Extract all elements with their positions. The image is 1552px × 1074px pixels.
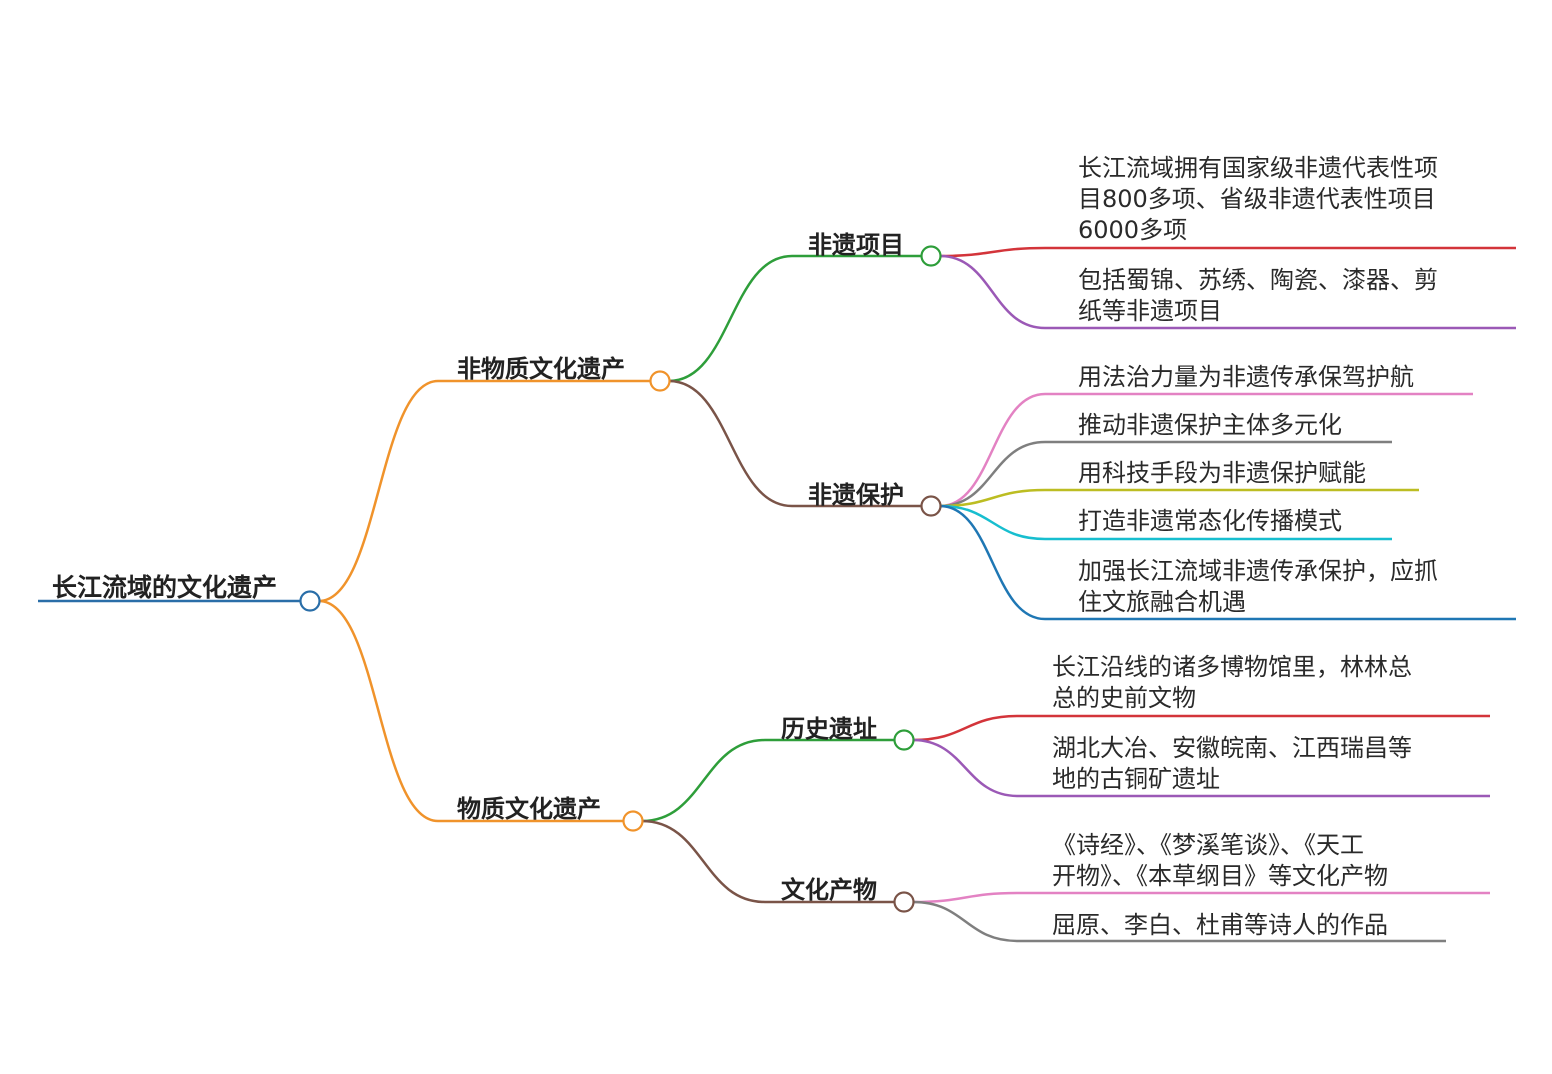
subtopic-products: 文化产物 [781, 876, 877, 904]
collapse-knob-sites[interactable] [893, 729, 915, 751]
connector-leaf-protection-3 [939, 504, 1046, 541]
connector-leaf-protection-0 [939, 392, 1046, 508]
connector-intangible-projects [668, 254, 793, 383]
branch-topic-tangible: 物质文化遗产 [457, 795, 601, 823]
subtopic-sites: 历史遗址 [781, 715, 877, 743]
leaf-topic-products-1: 屈原、李白、杜甫等诗人的作品 [1052, 911, 1388, 939]
connector-leaf-products-0 [912, 891, 1019, 904]
subtopic-projects: 非遗项目 [808, 231, 904, 259]
leaf-topic-sites-1: 湖北大冶、安徽皖南、江西瑞昌等 地的古铜矿遗址 [1052, 734, 1412, 793]
connector-leaf-projects-0 [939, 246, 1046, 258]
collapse-knob-projects[interactable] [920, 245, 942, 267]
connector-leaf-sites-1 [912, 738, 1019, 798]
connector-leaf-protection-1 [939, 440, 1046, 508]
leaf-topic-protection-0: 用法治力量为非遗传承保驾护航 [1078, 363, 1414, 391]
root-topic: 长江流域的文化遗产 [52, 573, 278, 602]
leaf-topic-products-0: 《诗经》、《梦溪笔谈》、《天工 开物》、《本草纲目》等文化产物 [1052, 831, 1388, 890]
leaf-topic-protection-4: 加强长江流域非遗传承保护，应抓 住文旅融合机遇 [1078, 557, 1438, 616]
branch-topic-intangible: 非物质文化遗产 [457, 355, 625, 383]
connector-root-intangible [318, 379, 439, 603]
collapse-knob-products[interactable] [893, 891, 915, 913]
leaf-topic-protection-2: 用科技手段为非遗保护赋能 [1078, 459, 1366, 487]
connector-leaf-protection-4 [939, 504, 1046, 621]
connector-leaf-protection-2 [939, 488, 1046, 508]
collapse-knob-tangible[interactable] [622, 810, 644, 832]
collapse-knob-protection[interactable] [920, 495, 942, 517]
leaf-topic-projects-1: 包括蜀锦、苏绣、陶瓷、漆器、剪 纸等非遗项目 [1078, 266, 1438, 325]
connector-root-tangible [318, 599, 439, 823]
connector-leaf-sites-0 [912, 714, 1019, 742]
collapse-knob-intangible[interactable] [649, 370, 671, 392]
subtopic-protection: 非遗保护 [808, 481, 904, 509]
connector-intangible-protection [668, 379, 793, 508]
connector-leaf-products-1 [912, 900, 1019, 943]
leaf-topic-protection-1: 推动非遗保护主体多元化 [1078, 411, 1342, 439]
connector-tangible-sites [641, 738, 766, 823]
collapse-knob-root[interactable] [299, 590, 321, 612]
leaf-topic-projects-0: 长江流域拥有国家级非遗代表性项 目800多项、省级非遗代表性项目 6000多项 [1078, 154, 1438, 244]
leaf-topic-sites-0: 长江沿线的诸多博物馆里，林林总 总的史前文物 [1052, 653, 1412, 712]
connector-tangible-products [641, 819, 766, 904]
connector-leaf-projects-1 [939, 254, 1046, 330]
leaf-topic-protection-3: 打造非遗常态化传播模式 [1078, 507, 1342, 535]
